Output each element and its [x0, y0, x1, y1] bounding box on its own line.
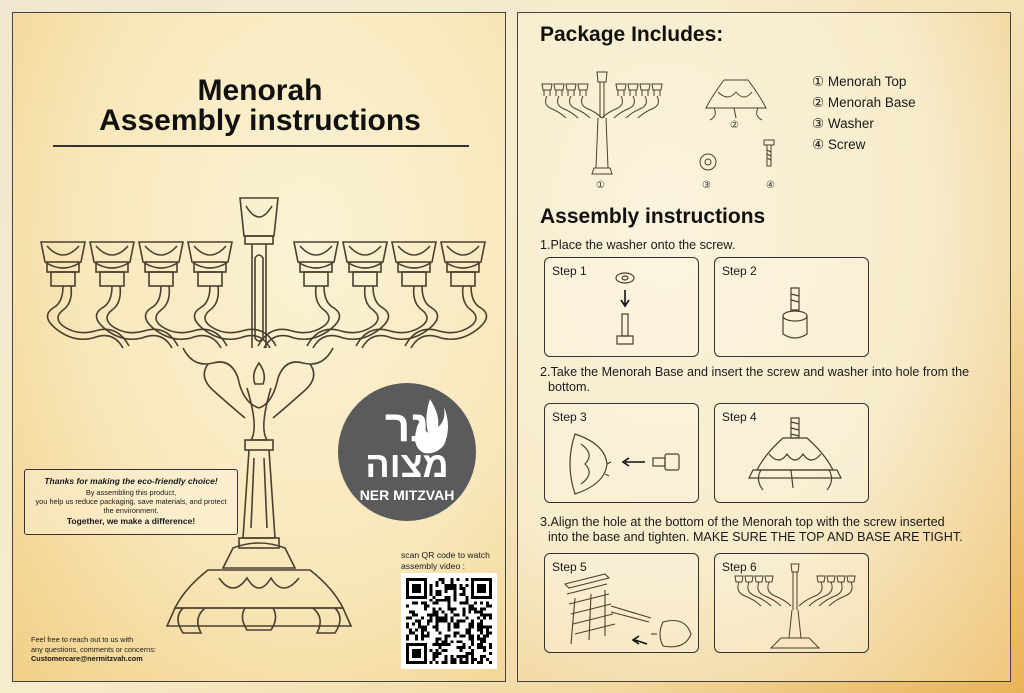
contact-line2: any questions, comments or concerns: [31, 644, 156, 654]
step-5-panel: Step 5 [544, 553, 699, 653]
package-list: ① Menorah Top ② Menorah Base ③ Washer ④ … [812, 71, 916, 155]
eco-line3: the environment. [103, 506, 159, 515]
step-3-panel: Step 3 [544, 403, 699, 503]
step-3-illustration [569, 433, 680, 495]
instruction-3: 3.Align the hole at the bottom of the Me… [540, 515, 1000, 545]
contact-line1: Feel free to reach out to us with [31, 635, 134, 644]
step-6-panel: Step 6 [714, 553, 869, 653]
part-number-1: ① [596, 180, 605, 191]
logo-name: NER MITZVAH [359, 487, 455, 503]
contact-email[interactable]: Customercare@nermitzvah.com [31, 654, 143, 663]
flame-icon [415, 399, 448, 454]
instruction-1: 1.Place the washer onto the screw. [540, 238, 736, 252]
instruction-2-line1: 2.Take the Menorah Base and insert the s… [540, 365, 970, 379]
package-item: ③ Washer [812, 116, 874, 131]
instruction-3-line1: 3.Align the hole at the bottom of the Me… [540, 515, 945, 529]
part-number-4: ④ [766, 180, 775, 191]
logo-hebrew-line2: מצוה [365, 444, 449, 485]
instruction-3-line2: into the base and tighten. MAKE SURE THE… [548, 530, 963, 544]
step-label: Step 2 [722, 264, 757, 278]
package-item: ① Menorah Top [812, 74, 907, 89]
cover-title-line1: Menorah [197, 74, 323, 107]
instructions-panel: Package Includes: ① ② ③ ④ [517, 12, 1011, 682]
step-4-illustration [748, 417, 842, 491]
title-divider [53, 145, 469, 147]
step-2-panel: Step 2 [714, 257, 869, 357]
step-label: Step 3 [552, 410, 587, 424]
part-number-2: ② [730, 120, 739, 131]
qr-caption: scan QR code to watch assembly video : [401, 550, 490, 571]
assembly-title: Assembly instructions [540, 205, 766, 228]
package-parts-illustration: ① ② ③ ④ [541, 71, 775, 191]
package-item: ② Menorah Base [812, 95, 916, 110]
cover-panel: Menorah Assembly instructions [12, 12, 506, 682]
step-label: Step 5 [552, 560, 587, 574]
step-1-illustration [615, 272, 635, 345]
eco-line1: By assembling this product, [85, 488, 177, 497]
menorah-illustration [40, 197, 488, 634]
eco-message-box: Thanks for making the eco-friendly choic… [24, 469, 238, 535]
step-5-illustration [563, 573, 692, 648]
step-2-illustration [782, 287, 808, 339]
eco-heading: Thanks for making the eco-friendly choic… [44, 476, 218, 486]
qr-code[interactable] [401, 573, 497, 669]
contact-info: Feel free to reach out to us with any qu… [31, 635, 156, 664]
ner-mitzvah-logo: נר מצוה NER MITZVAH [338, 383, 476, 521]
instruction-2-line2: bottom. [548, 380, 590, 394]
logo-hebrew-line1: נר [384, 402, 430, 451]
step-6-illustration [734, 563, 856, 649]
step-4-panel: Step 4 [714, 403, 869, 503]
step-label: Step 1 [552, 264, 587, 278]
package-item: ④ Screw [812, 137, 866, 152]
step-label: Step 4 [722, 410, 757, 424]
qr-code-icon [406, 578, 492, 664]
eco-closing: Together, we make a difference! [66, 516, 196, 526]
step-1-panel: Step 1 [544, 257, 699, 357]
eco-line2: you help us reduce packaging, save mater… [35, 497, 227, 506]
part-number-3: ③ [702, 180, 711, 191]
instruction-2: 2.Take the Menorah Base and insert the s… [540, 365, 1000, 395]
package-title: Package Includes: [540, 23, 724, 46]
step-label: Step 6 [722, 560, 757, 574]
cover-title-line2: Assembly instructions [99, 104, 421, 137]
